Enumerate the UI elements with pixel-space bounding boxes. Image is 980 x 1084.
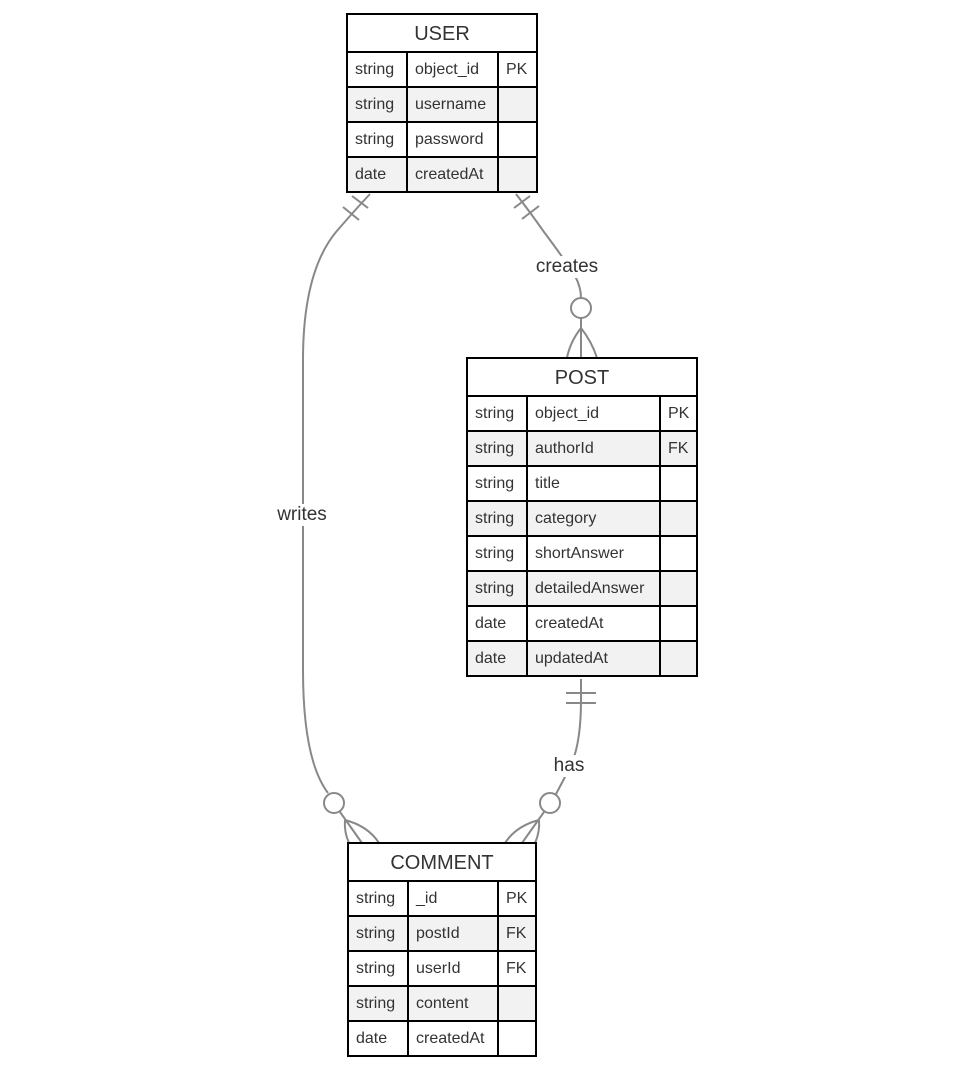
- attribute-row: date createdAt: [349, 1022, 535, 1055]
- attribute-key: FK: [497, 917, 535, 950]
- attribute-row: string userId FK: [349, 952, 535, 987]
- attribute-name: category: [526, 502, 659, 535]
- attribute-type: string: [475, 580, 515, 597]
- attribute-key: PK: [497, 882, 535, 915]
- attribute-key: [659, 607, 696, 640]
- attribute-name: title: [526, 467, 659, 500]
- attribute-type: string: [356, 925, 396, 942]
- attribute-row: string title: [468, 467, 696, 502]
- attribute-type: string: [475, 475, 515, 492]
- attribute-key: [659, 642, 696, 675]
- attribute-type: date: [475, 650, 507, 667]
- attribute-name: detailedAnswer: [526, 572, 659, 605]
- entity-post: POST string object_id PK string authorId…: [466, 357, 698, 677]
- attribute-type: string: [475, 510, 515, 527]
- attribute-name: shortAnswer: [526, 537, 659, 570]
- attribute-name: postId: [407, 917, 497, 950]
- attribute-name: createdAt: [407, 1022, 497, 1055]
- entity-user: USER string object_id PK string username…: [346, 13, 538, 193]
- attribute-key: [497, 1022, 535, 1055]
- attribute-key: [659, 537, 696, 570]
- attribute-name: updatedAt: [526, 642, 659, 675]
- attribute-key: [659, 467, 696, 500]
- relationship-label-creates: creates: [533, 256, 601, 278]
- attribute-type: string: [355, 131, 395, 148]
- attribute-key: FK: [497, 952, 535, 985]
- relationship-writes: [302, 193, 380, 844]
- attribute-row: string category: [468, 502, 696, 537]
- attribute-name: password: [406, 123, 497, 156]
- attribute-row: string _id PK: [349, 882, 535, 917]
- attribute-key: PK: [497, 53, 536, 86]
- attribute-key: PK: [659, 397, 696, 430]
- attribute-row: string content: [349, 987, 535, 1022]
- attribute-key: [659, 572, 696, 605]
- attribute-type: string: [356, 890, 396, 907]
- attribute-key: [497, 158, 536, 191]
- attribute-name: userId: [407, 952, 497, 985]
- entity-title-post: POST: [468, 359, 696, 397]
- attribute-key: [497, 987, 535, 1020]
- relationship-has: [504, 679, 596, 844]
- attribute-row: string object_id PK: [468, 397, 696, 432]
- relationship-label-has: has: [551, 755, 587, 777]
- attribute-name: content: [407, 987, 497, 1020]
- attribute-type: date: [355, 166, 387, 183]
- attribute-key: FK: [659, 432, 696, 465]
- relationship-label-writes: writes: [275, 504, 329, 526]
- attribute-name: createdAt: [406, 158, 497, 191]
- attribute-type: string: [356, 995, 396, 1012]
- attribute-row: date createdAt: [348, 158, 536, 191]
- attribute-row: string username: [348, 88, 536, 123]
- attribute-name: object_id: [406, 53, 497, 86]
- attribute-key: [497, 88, 536, 121]
- entity-title-user: USER: [348, 15, 536, 53]
- attribute-row: string object_id PK: [348, 53, 536, 88]
- attribute-type: string: [355, 96, 395, 113]
- attribute-row: string postId FK: [349, 917, 535, 952]
- attribute-row: date createdAt: [468, 607, 696, 642]
- attribute-name: createdAt: [526, 607, 659, 640]
- attribute-row: string password: [348, 123, 536, 158]
- attribute-type: string: [356, 960, 396, 977]
- entity-comment: COMMENT string _id PK string postId FK s…: [347, 842, 537, 1057]
- attribute-row: string authorId FK: [468, 432, 696, 467]
- attribute-row: date updatedAt: [468, 642, 696, 675]
- attribute-row: string shortAnswer: [468, 537, 696, 572]
- attribute-row: string detailedAnswer: [468, 572, 696, 607]
- attribute-type: string: [475, 545, 515, 562]
- entity-title-comment: COMMENT: [349, 844, 535, 882]
- attribute-type: string: [355, 61, 395, 78]
- attribute-name: username: [406, 88, 497, 121]
- attribute-name: authorId: [526, 432, 659, 465]
- attribute-type: date: [475, 615, 507, 632]
- attribute-key: [497, 123, 536, 156]
- attribute-type: string: [475, 440, 515, 457]
- attribute-type: string: [475, 405, 515, 422]
- attribute-type: date: [356, 1030, 388, 1047]
- attribute-name: object_id: [526, 397, 659, 430]
- attribute-key: [659, 502, 696, 535]
- attribute-name: _id: [407, 882, 497, 915]
